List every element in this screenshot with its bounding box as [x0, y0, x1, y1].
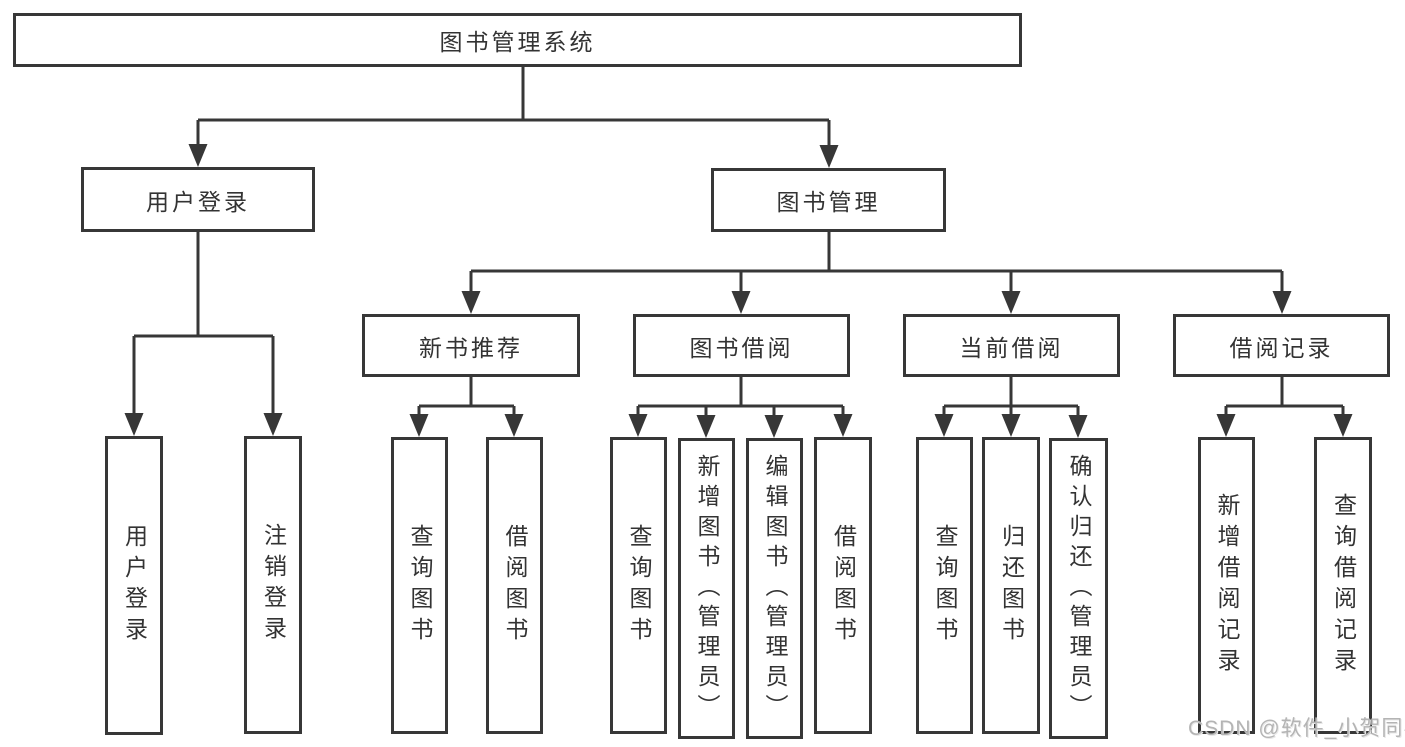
- leaf-add-books-admin-label: 新增图书（管理员）: [694, 453, 720, 724]
- leaf-query-books-2: 查询图书: [610, 437, 667, 734]
- leaf-borrow-books-2: 借阅图书: [814, 437, 872, 734]
- leaf-confirm-return-admin-label: 确认归还（管理员）: [1066, 453, 1092, 724]
- leaf-query-books-2-label: 查询图书: [626, 523, 652, 648]
- leaf-logout: 注销登录: [244, 436, 302, 734]
- node-borrow-records-label: 借阅记录: [1229, 334, 1334, 361]
- node-book-borrowing: 图书借阅: [633, 314, 850, 377]
- leaf-add-borrow-record: 新增借阅记录: [1198, 437, 1255, 734]
- node-book-management: 图书管理: [711, 168, 946, 232]
- leaf-borrow-books-1: 借阅图书: [486, 437, 543, 734]
- node-book-borrowing-label: 图书借阅: [689, 334, 794, 361]
- node-new-book-recommend-label: 新书推荐: [419, 334, 523, 361]
- node-user-login-label: 用户登录: [146, 188, 250, 215]
- leaf-edit-books-admin: 编辑图书（管理员）: [746, 438, 803, 739]
- leaf-add-books-admin: 新增图书（管理员）: [678, 438, 735, 739]
- node-new-book-recommend: 新书推荐: [362, 314, 580, 377]
- leaf-borrow-books-1-label: 借阅图书: [502, 523, 528, 648]
- leaf-query-borrow-record: 查询借阅记录: [1314, 437, 1372, 734]
- leaf-logout-label: 注销登录: [260, 523, 287, 647]
- leaf-user-login: 用户登录: [105, 436, 163, 735]
- csdn-watermark: CSDN @软件_小贺同学: [1188, 717, 1405, 740]
- leaf-query-books-3-label: 查询图书: [932, 523, 958, 648]
- leaf-edit-books-admin-label: 编辑图书（管理员）: [762, 453, 788, 724]
- leaf-add-borrow-record-label: 新增借阅记录: [1214, 492, 1240, 679]
- node-current-borrowing: 当前借阅: [903, 314, 1120, 377]
- node-borrow-records: 借阅记录: [1173, 314, 1390, 377]
- leaf-confirm-return-admin: 确认归还（管理员）: [1049, 438, 1108, 739]
- node-library-system-label: 图书管理系统: [439, 29, 596, 55]
- leaf-return-books-label: 归还图书: [998, 523, 1025, 648]
- node-user-login: 用户登录: [81, 167, 315, 232]
- node-library-system: 图书管理系统: [13, 13, 1022, 67]
- leaf-query-books-3: 查询图书: [916, 437, 973, 734]
- node-current-borrowing-label: 当前借阅: [959, 334, 1064, 361]
- leaf-query-books-1: 查询图书: [391, 437, 448, 734]
- leaf-query-borrow-record-label: 查询借阅记录: [1330, 492, 1357, 679]
- leaf-return-books: 归还图书: [982, 437, 1040, 734]
- leaf-user-login-label: 用户登录: [121, 523, 148, 648]
- tree-edges: [132, 67, 1345, 417]
- leaf-borrow-books-2-label: 借阅图书: [830, 523, 857, 648]
- leaf-query-books-1-label: 查询图书: [407, 523, 433, 648]
- node-book-management-label: 图书管理: [776, 189, 881, 215]
- arrowhead-icons: [124, 144, 1353, 438]
